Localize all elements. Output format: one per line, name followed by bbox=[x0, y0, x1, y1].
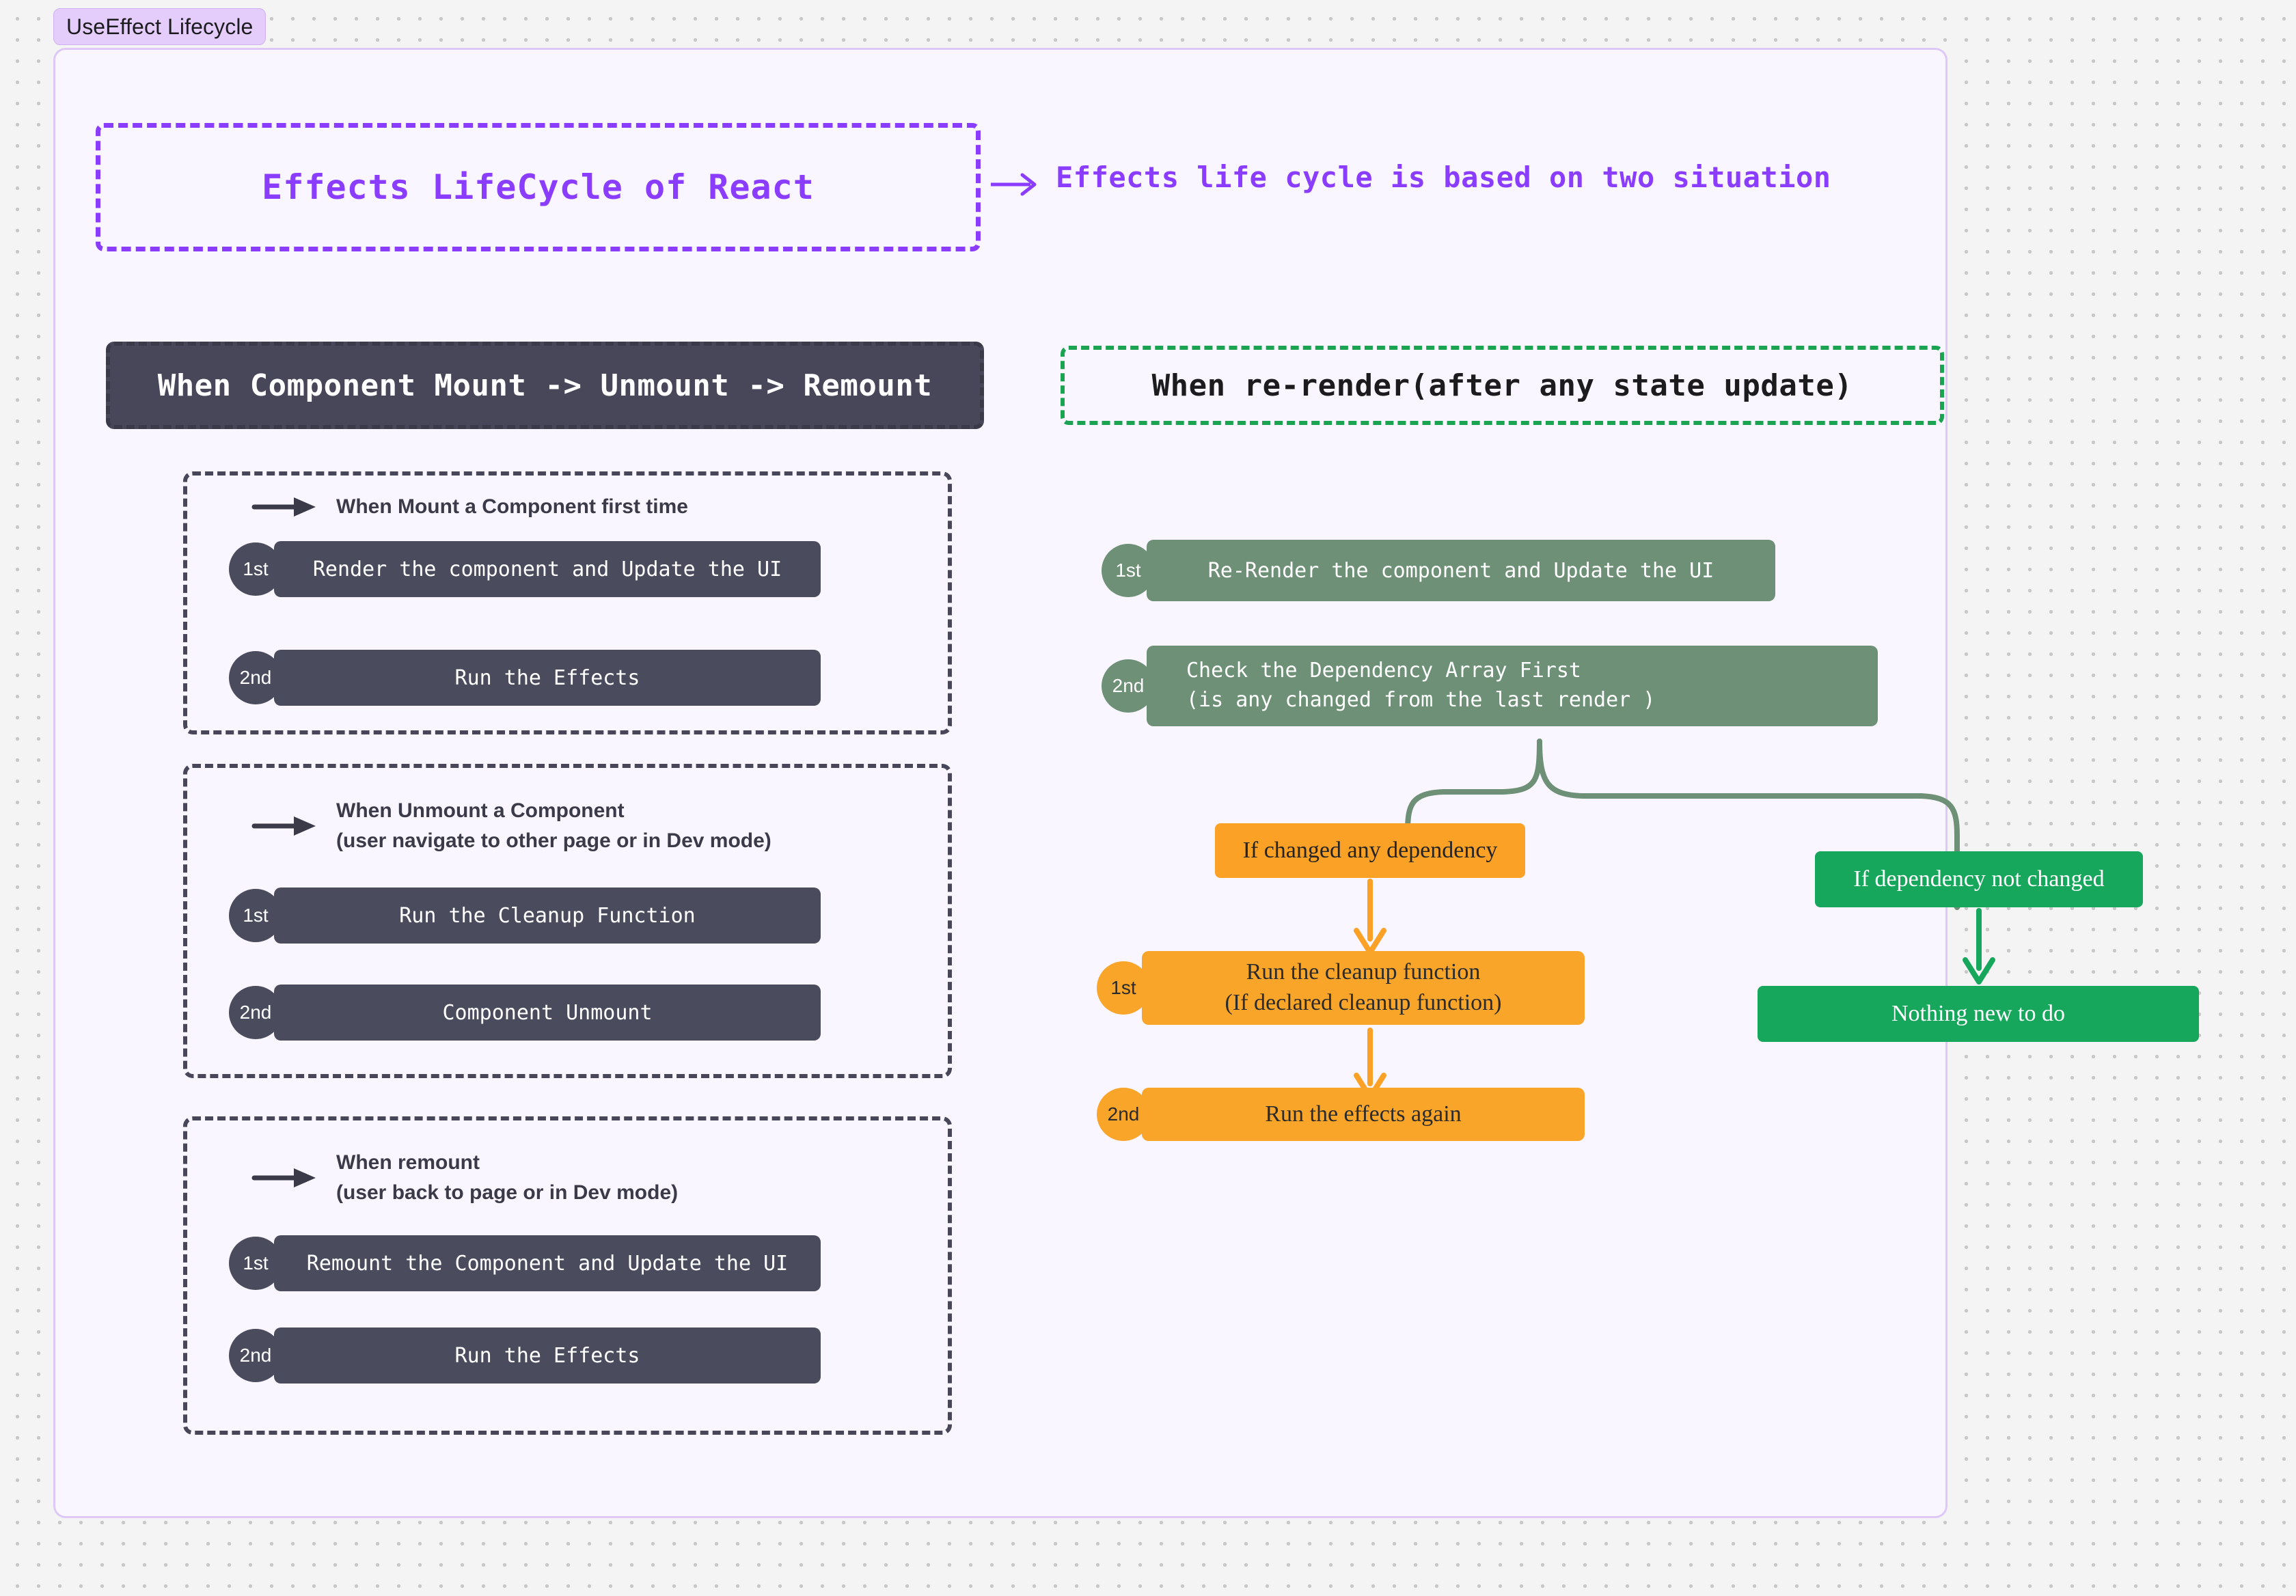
step-pill[interactable]: Component Unmount bbox=[274, 985, 821, 1041]
step-row: 2nd Component Unmount bbox=[229, 985, 821, 1041]
step-pill-line1: Check the Dependency Array First bbox=[1186, 659, 1581, 683]
step-pill-line1: Run the cleanup function bbox=[1246, 959, 1481, 985]
group-unmount-heading: When Unmount a Component (user navigate … bbox=[251, 796, 771, 855]
step-order-badge: 1st bbox=[229, 542, 282, 596]
step-row: 1st Run the Cleanup Function bbox=[229, 888, 821, 944]
step-row: 1st Re-Render the component and Update t… bbox=[1102, 540, 1775, 601]
step-pill[interactable]: Run the Cleanup Function bbox=[274, 888, 821, 944]
condition-changed[interactable]: If changed any dependency bbox=[1215, 823, 1525, 878]
group-remount-heading: When remount (user back to page or in De… bbox=[251, 1148, 679, 1207]
condition-unchanged[interactable]: If dependency not changed bbox=[1815, 851, 2143, 907]
step-row: 2nd Check the Dependency Array First (is… bbox=[1102, 646, 1878, 726]
left-column-header: When Component Mount -> Unmount -> Remou… bbox=[106, 342, 984, 429]
step-pill[interactable]: Render the component and Update the UI bbox=[274, 541, 821, 597]
step-pill[interactable]: Re-Render the component and Update the U… bbox=[1147, 540, 1775, 601]
step-order-badge: 1st bbox=[1097, 961, 1150, 1015]
step-row: 2nd Run the Effects bbox=[229, 650, 821, 706]
step-pill-line2: (is any changed from the last render ) bbox=[1186, 688, 1656, 712]
step-pill[interactable]: Remount the Component and Update the UI bbox=[274, 1235, 821, 1291]
group-title-line: (user back to page or in Dev mode) bbox=[336, 1181, 679, 1204]
group-title-line: When remount bbox=[336, 1151, 480, 1174]
group-title-line: (user navigate to other page or in Dev m… bbox=[336, 829, 771, 852]
group-title-line: When Unmount a Component bbox=[336, 799, 625, 822]
arrow-right-icon bbox=[251, 497, 316, 517]
step-pill-line2: (If declared cleanup function) bbox=[1225, 990, 1502, 1015]
step-order-badge: 2nd bbox=[1102, 659, 1155, 713]
step-order-badge: 2nd bbox=[229, 651, 282, 704]
arrow-down-icon bbox=[1963, 908, 1995, 985]
step-row: 1st Run the cleanup function (If declare… bbox=[1097, 951, 1585, 1025]
board-label[interactable]: UseEffect Lifecycle bbox=[53, 8, 266, 45]
group-unmount bbox=[183, 764, 952, 1078]
step-order-badge: 1st bbox=[1102, 544, 1155, 597]
step-order-badge: 1st bbox=[229, 1237, 282, 1290]
step-pill[interactable]: Run the effects again bbox=[1142, 1088, 1585, 1141]
group-mount-heading: When Mount a Component first time bbox=[251, 492, 688, 522]
title-note: Effects life cycle is based on two situa… bbox=[1056, 161, 1831, 194]
group-title-line: When Mount a Component first time bbox=[336, 495, 688, 518]
step-pill[interactable]: Run the Effects bbox=[274, 650, 821, 706]
step-pill[interactable]: Check the Dependency Array First (is any… bbox=[1147, 646, 1878, 726]
step-order-badge: 1st bbox=[229, 889, 282, 942]
result-nothing-to-do[interactable]: Nothing new to do bbox=[1758, 986, 2199, 1042]
arrow-down-icon bbox=[1354, 879, 1386, 955]
step-pill[interactable]: Run the cleanup function (If declared cl… bbox=[1142, 951, 1585, 1025]
arrow-right-icon bbox=[251, 1168, 316, 1187]
step-order-badge: 2nd bbox=[229, 1329, 282, 1382]
step-row: 2nd Run the effects again bbox=[1097, 1088, 1585, 1141]
step-row: 2nd Run the Effects bbox=[229, 1327, 821, 1384]
step-pill[interactable]: Run the Effects bbox=[274, 1327, 821, 1384]
right-column-header: When re-render(after any state update) bbox=[1061, 346, 1944, 425]
arrow-right-icon bbox=[991, 173, 1037, 196]
step-row: 1st Render the component and Update the … bbox=[229, 541, 821, 597]
group-mount bbox=[183, 471, 952, 734]
group-remount bbox=[183, 1116, 952, 1435]
step-row: 1st Remount the Component and Update the… bbox=[229, 1235, 821, 1291]
step-order-badge: 2nd bbox=[1097, 1088, 1150, 1141]
step-order-badge: 2nd bbox=[229, 986, 282, 1039]
page-title: Effects LifeCycle of React bbox=[96, 123, 981, 251]
arrow-right-icon bbox=[251, 816, 316, 836]
